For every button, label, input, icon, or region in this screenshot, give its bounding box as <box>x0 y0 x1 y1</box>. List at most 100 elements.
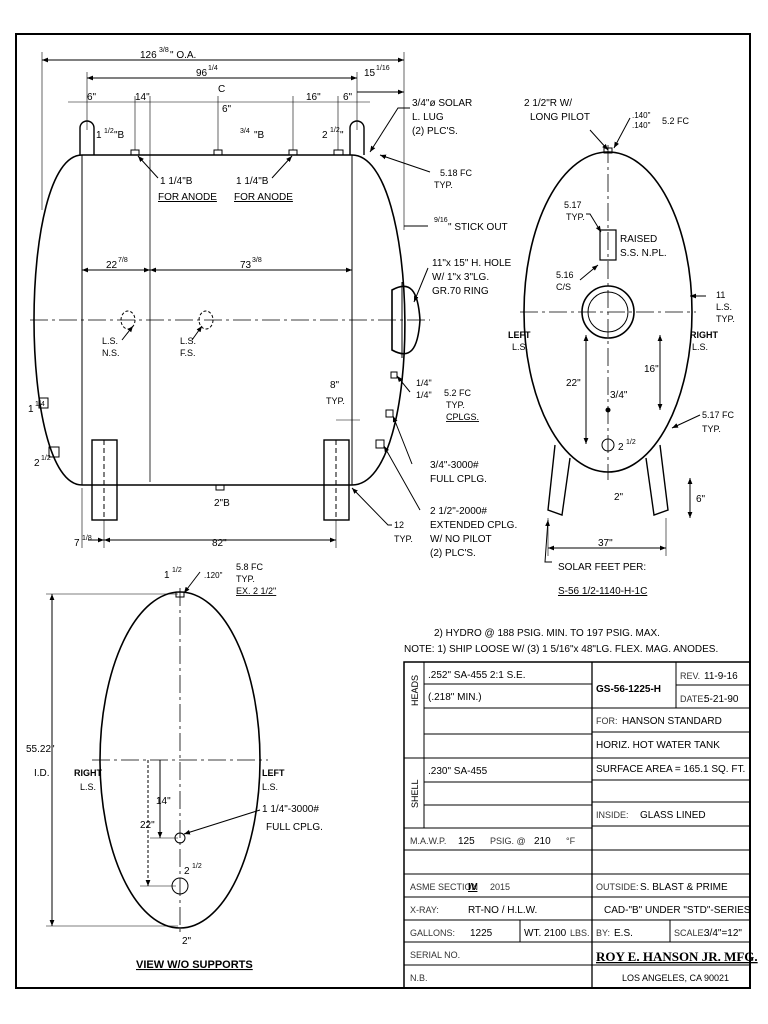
inside-finish: GLASS LINED <box>640 810 706 821</box>
svg-text:LEFT: LEFT <box>508 330 531 340</box>
coupling-three-quarter <box>385 409 394 418</box>
svg-text:3/4: 3/4 <box>240 128 250 135</box>
svg-text:12: 12 <box>394 520 404 530</box>
end-leg-right <box>645 444 669 516</box>
svg-text:3/4": 3/4" <box>610 390 628 401</box>
svg-text:L.S.: L.S. <box>102 336 118 346</box>
svg-text:1/4": 1/4" <box>416 378 432 388</box>
view-without-supports <box>46 571 268 935</box>
side-view-labels: 126 3/8 " O.A. 96 1/4 15 1/16 6" 14" 6" … <box>28 47 517 559</box>
overall-length-label: 126 <box>140 50 157 61</box>
scale-value: 3/4"=12" <box>704 928 742 939</box>
solar-lug-callout: 3/4"ø SOLAR <box>412 98 472 109</box>
coupling-quarter-1 <box>390 371 398 379</box>
svg-text:E.S.: E.S. <box>614 928 633 939</box>
svg-text:9/16: 9/16 <box>434 217 448 224</box>
end-width-label: 37" <box>598 538 613 549</box>
svg-text:1/2: 1/2 <box>172 567 182 574</box>
svg-text:7: 7 <box>74 538 80 549</box>
company-city: LOS ANGELES, CA 90021 <box>622 973 729 983</box>
svg-text:X-RAY:: X-RAY: <box>410 905 439 915</box>
note-2: 2) HYDRO @ 188 PSIG. MIN. TO 197 PSIG. M… <box>434 628 660 639</box>
weight-value: 2100 <box>544 928 567 939</box>
side-view <box>30 52 431 548</box>
svg-text:6": 6" <box>222 104 232 115</box>
bottom-coupling <box>215 484 225 491</box>
surface-area: SURFACE AREA = 165.1 SQ. FT. <box>596 764 745 775</box>
svg-text:FULL CPLG.: FULL CPLG. <box>430 474 487 485</box>
svg-text:(.218" MIN.): (.218" MIN.) <box>428 692 482 703</box>
svg-text:1/4": 1/4" <box>416 390 432 400</box>
svg-text:1/2: 1/2 <box>192 863 202 870</box>
svg-text:5.17: 5.17 <box>564 200 582 210</box>
svg-text:TYP.: TYP. <box>326 396 345 406</box>
svg-text:5.2 FC: 5.2 FC <box>662 116 690 126</box>
svg-text:73: 73 <box>240 260 252 271</box>
cad-series: CAD-"B" UNDER "STD"-SERIES <box>604 905 751 916</box>
svg-text:TYP.: TYP. <box>446 400 465 410</box>
svg-text:2"B: 2"B <box>214 498 230 509</box>
svg-text:FOR ANODE: FOR ANODE <box>234 192 293 203</box>
coupling-2-5-right <box>375 439 385 449</box>
manhole-ring <box>391 285 421 355</box>
svg-text:TYP.: TYP. <box>394 534 413 544</box>
svg-text:N.S.: N.S. <box>102 348 120 358</box>
svg-text:L.S.: L.S. <box>692 342 708 352</box>
svg-text:" O.A.: " O.A. <box>170 50 196 61</box>
end-view-labels: 2 1/2"R W/ LONG PILOT .140" .140" 5.2 FC… <box>508 98 735 597</box>
dim-82-label: 82" <box>212 538 227 549</box>
cplg-2000-callout: 2 1/2"-2000# <box>430 506 487 517</box>
svg-text:GR.70 RING: GR.70 RING <box>432 286 489 297</box>
svg-text:1/4: 1/4 <box>208 65 218 72</box>
end-leg-left <box>547 444 571 516</box>
dim-15-label: 15 <box>364 68 376 79</box>
customer: HANSON STANDARD <box>622 716 722 727</box>
svg-text:5-21-90: 5-21-90 <box>704 694 739 705</box>
svg-text:"B: "B <box>114 130 125 141</box>
svg-text:1: 1 <box>96 130 102 141</box>
svg-text:FOR:: FOR: <box>596 716 618 726</box>
anode-1-callout: 1 1/4"B <box>160 176 193 187</box>
svg-text:(2) PLC'S.: (2) PLC'S. <box>412 126 458 137</box>
svg-text:TYP.: TYP. <box>236 574 255 584</box>
svg-text:F.S.: F.S. <box>180 348 196 358</box>
svg-text:GALLONS:: GALLONS: <box>410 928 455 938</box>
svg-text:.140": .140" <box>632 121 651 130</box>
pilot-callout: 2 1/2"R W/ <box>524 98 572 109</box>
svg-text:M.A.W.P.: M.A.W.P. <box>410 836 446 846</box>
svg-text:I.D.: I.D. <box>34 768 50 779</box>
svg-text:1/16: 1/16 <box>376 65 390 72</box>
svg-text:6": 6" <box>87 92 97 103</box>
svg-text:7/8: 7/8 <box>118 257 128 264</box>
svg-text:1/2: 1/2 <box>104 128 114 135</box>
svg-text:L. LUG: L. LUG <box>412 112 444 123</box>
svg-text:5.17 FC: 5.17 FC <box>702 410 735 420</box>
svg-text:11-9-16: 11-9-16 <box>704 671 738 682</box>
end-quarter-coupling <box>605 407 611 413</box>
shell-spec: .230" SA-455 <box>428 766 488 777</box>
svg-text:INSIDE:: INSIDE: <box>596 810 629 820</box>
svg-text:5.16: 5.16 <box>556 270 574 280</box>
svg-text:16": 16" <box>306 92 321 103</box>
svg-text:TYP.: TYP. <box>702 424 721 434</box>
anode-2-callout: 1 1/4"B <box>236 176 269 187</box>
svg-text:2015: 2015 <box>490 882 510 892</box>
stick-out-callout: " STICK OUT <box>448 222 508 233</box>
title-block <box>403 661 751 989</box>
end-view <box>520 117 706 563</box>
svg-text:S-56 1/2-1140-H-1C: S-56 1/2-1140-H-1C <box>558 586 647 597</box>
svg-text:EX. 2 1/2": EX. 2 1/2" <box>236 586 276 596</box>
svg-text:14": 14" <box>135 92 150 103</box>
description: HORIZ. HOT WATER TANK <box>596 740 720 751</box>
svg-text:1/2: 1/2 <box>41 455 51 462</box>
svg-text:TYP.: TYP. <box>566 212 585 222</box>
svg-text:PSIG. @: PSIG. @ <box>490 836 526 846</box>
svg-text:ASME SECTION: ASME SECTION <box>410 882 478 892</box>
svg-text:5.2 FC: 5.2 FC <box>444 388 472 398</box>
svg-text:L.S.: L.S. <box>512 342 528 352</box>
svg-text:14": 14" <box>156 796 171 807</box>
svg-text:S.S. N.PL.: S.S. N.PL. <box>620 248 667 259</box>
svg-text:3/8: 3/8 <box>159 47 169 54</box>
svg-text:OUTSIDE:: OUTSIDE: <box>596 882 639 892</box>
